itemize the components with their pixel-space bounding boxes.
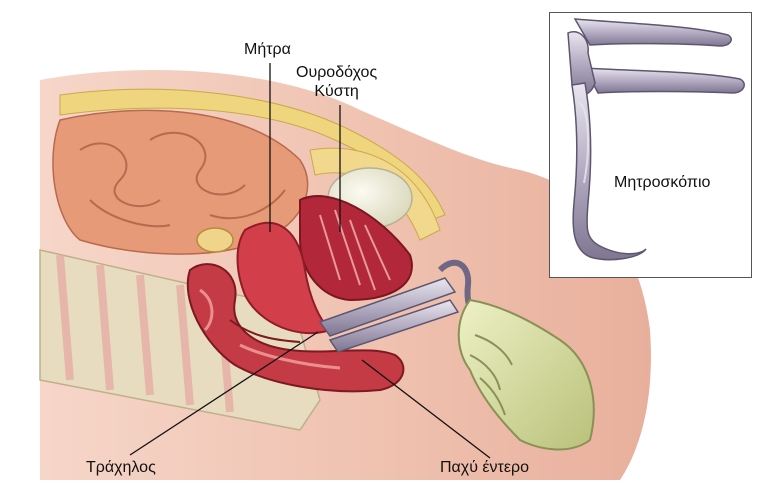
gloved-hand [457, 298, 595, 451]
ovary [196, 227, 234, 253]
uterus-label: Μήτρα [244, 41, 291, 58]
speculum-inset: Μητροσκόπιο [549, 12, 752, 278]
speculum-label: Μητροσκόπιο [614, 174, 711, 191]
bladder-label: Ουροδόχος Κύστη [296, 63, 377, 101]
speculum-icon [567, 18, 745, 261]
bladder-label-line2: Κύστη [314, 83, 359, 100]
cervix-label: Τράχηλος [86, 459, 156, 476]
speculum-inserted [318, 277, 457, 337]
large-intestine [186, 263, 405, 393]
uterus-body [299, 195, 413, 302]
leader-lines [129, 63, 491, 459]
colon-label: Παχύ έντερο [440, 459, 529, 476]
bladder-label-line1: Ουροδόχος [296, 64, 378, 81]
